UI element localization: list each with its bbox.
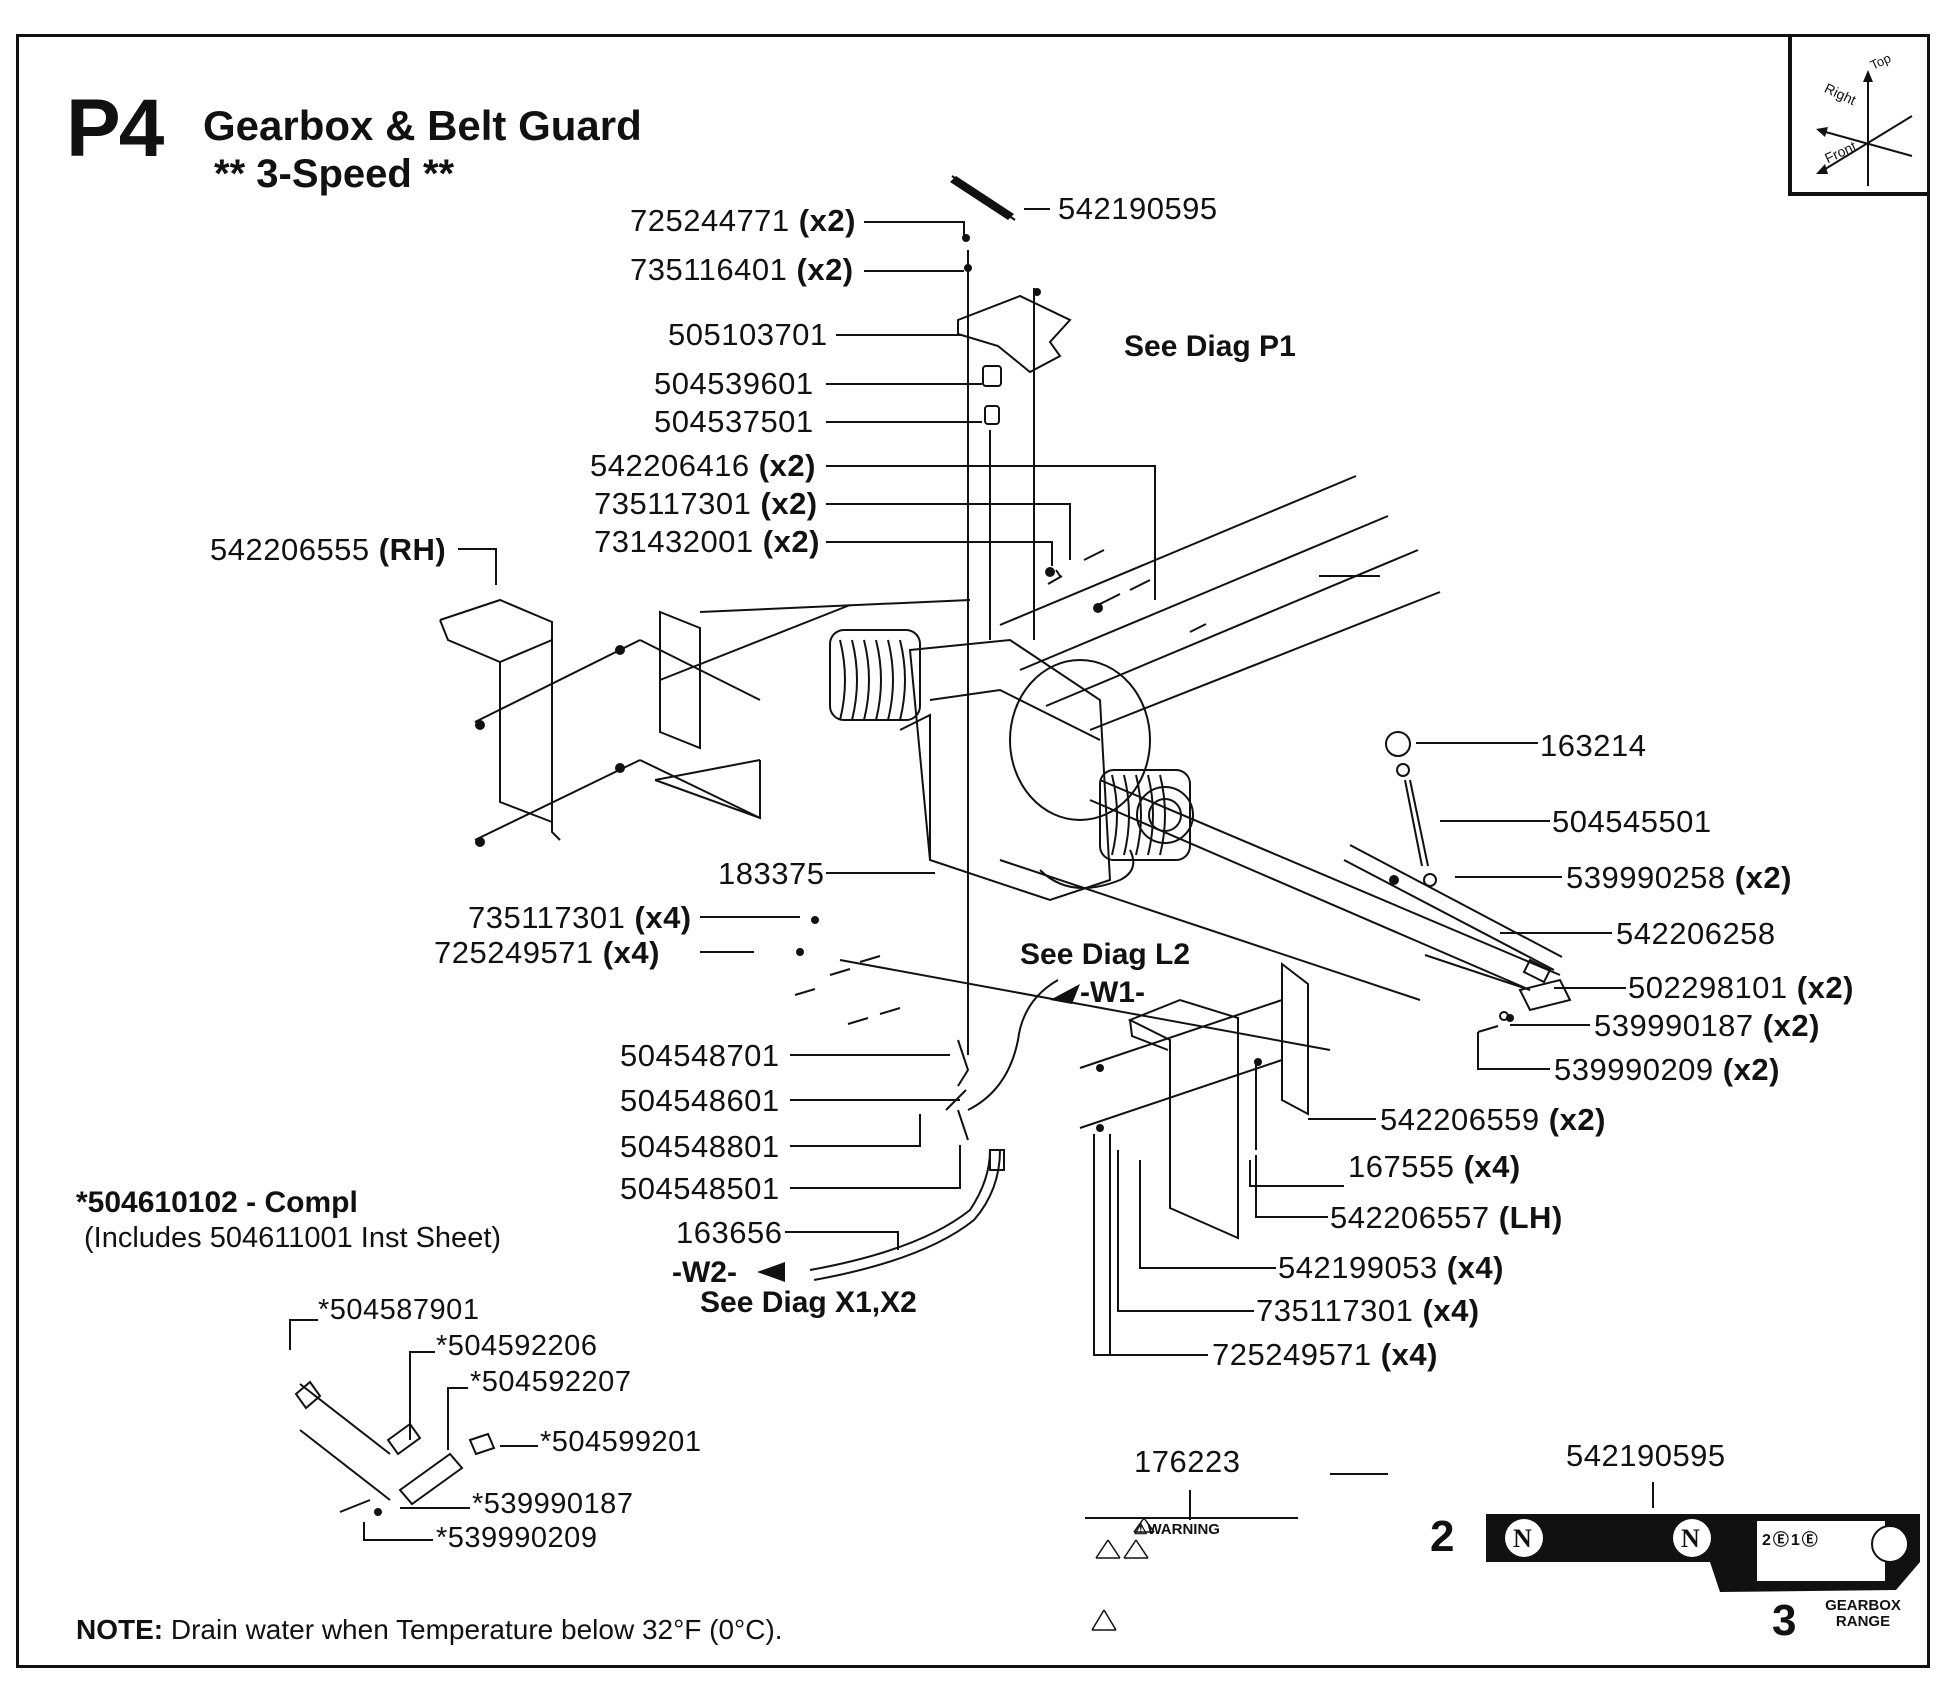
neutral-icon-right: N [1681,1524,1700,1553]
callout-c20: 725249571 (x4) [434,935,660,970]
warning-text: WARNING [1147,1521,1220,1538]
orientation-box: Top Right Front [1788,36,1928,196]
kit-item-k4: *504599201 [540,1426,702,1458]
callout-c31: 725249571 (x4) [1212,1337,1438,1372]
callout-c25: 163656 [676,1215,783,1250]
kit-subtitle: (Includes 504611001 Inst Sheet) [84,1222,502,1254]
ref-diag-l2: See Diag L2 [1020,938,1191,971]
page-code: P4 [66,83,164,174]
callout-c17: 539990209 (x2) [1554,1052,1780,1087]
drain-note: NOTE: Drain water when Temperature below… [76,1614,783,1646]
callout-c12: 504545501 [1552,804,1712,839]
ref-w1: -W1- [1080,976,1145,1009]
callout-c8: 735117301 (x2) [594,486,818,521]
gear-3-label: 3 [1772,1596,1797,1645]
page-subtitle: ** 3-Speed ** [214,152,455,196]
callout-c23: 504548801 [620,1129,780,1164]
kit-item-k5: *539990187 [472,1488,634,1520]
callout-c9: 731432001 (x2) [594,524,820,559]
callout-c21: 504548701 [620,1038,780,1073]
drawing-frame [16,34,1930,1668]
callout-c24: 504548501 [620,1171,780,1206]
callout-c32: 176223 [1134,1444,1241,1479]
callout-c14: 542206258 [1616,916,1776,951]
callout-c2: 735116401 (x2) [630,252,854,287]
gearbox-range-label: GEARBOX RANGE [1825,1597,1901,1630]
note-text: Drain water when Temperature below 32°F … [163,1614,783,1645]
kit-title: *504610102 - Compl [76,1186,358,1219]
callout-c11: 163214 [1540,728,1647,763]
callout-c19: 735117301 (x4) [468,900,692,935]
callout-c10: 542206555 (RH) [210,532,447,567]
kit-item-k6: *539990209 [436,1522,598,1554]
orientation-axes-icon [1816,70,1913,186]
kit-item-k1: *504587901 [318,1294,480,1326]
note-label: NOTE: [76,1614,164,1645]
callout-c30: 735117301 (x4) [1256,1293,1480,1328]
callout-c18: 183375 [718,856,825,891]
warning-icon: ⚠ [1134,1521,1148,1538]
callout-c6: 504537501 [654,404,814,439]
gear-2-label: 2 [1430,1512,1455,1561]
kit-item-k2: *504592206 [436,1330,598,1362]
callout-c26: 542206559 (x2) [1380,1102,1606,1137]
callout-c13: 539990258 (x2) [1566,860,1792,895]
callout-c5: 504539601 [654,366,814,401]
callout-c28: 542206557 (LH) [1330,1200,1563,1235]
callout-c33: 542190595 [1566,1438,1726,1473]
callout-c29: 542199053 (x4) [1278,1250,1504,1285]
callout-c16: 539990187 (x2) [1594,1008,1820,1043]
ref-w2: -W2- [672,1256,737,1289]
ref-diag-p1: See Diag P1 [1124,330,1296,363]
callout-c4: 505103701 [668,317,828,352]
callout-c22: 504548601 [620,1083,780,1118]
callout-c3: 542190595 [1058,191,1218,226]
ref-diag-x1x2: See Diag X1,X2 [700,1286,917,1319]
callout-c1: 725244771 (x2) [630,203,856,238]
callout-c27: 167555 (x4) [1348,1149,1521,1184]
callout-c7: 542206416 (x2) [590,448,816,483]
callout-c15: 502298101 (x2) [1628,970,1854,1005]
kit-item-k3: *504592207 [470,1366,632,1398]
neutral-icon-left: N [1513,1524,1532,1553]
page-title: Gearbox & Belt Guard [203,102,642,149]
warning-decal: ⚠WARNING [1134,1520,1220,1538]
gear-shift-pattern-icon: 2Ⓔ1Ⓔ [1762,1532,1820,1549]
